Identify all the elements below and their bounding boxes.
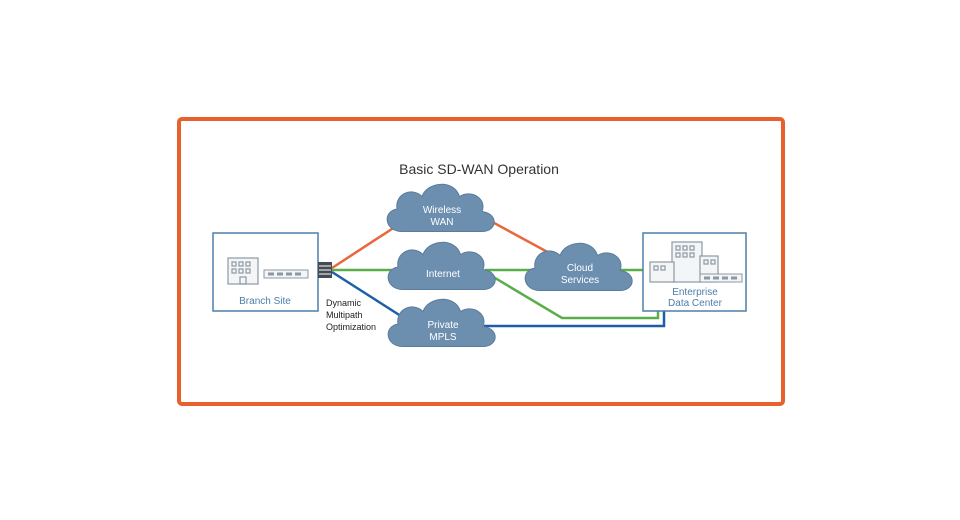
wireless-wan-link: [331, 223, 399, 270]
datacenter-label-2: Data Center: [668, 298, 723, 309]
branch-site-node: Branch Site: [212, 232, 319, 312]
cloud-services-label-1: Cloud: [567, 263, 593, 274]
datacenter-label-1: Enterprise: [672, 287, 718, 298]
diagram-frame: [177, 117, 785, 406]
internet-label: Internet: [426, 269, 460, 280]
cloud-services-label-2: Services: [561, 275, 599, 286]
branch-site-label: Branch Site: [239, 296, 291, 307]
wireless-wan-label-2: WAN: [431, 217, 454, 228]
multipath-connector: [318, 262, 332, 278]
mpls-link: [331, 270, 405, 320]
datacenter-node: Enterprise Data Center: [642, 232, 747, 312]
diagram-title: Basic SD-WAN Operation: [399, 161, 559, 177]
internet-cloud: [387, 241, 496, 291]
wireless-to-cloud-link: [484, 216, 554, 257]
private-mpls-label-2: MPLS: [429, 332, 457, 343]
mpls-to-datacenter-link: [484, 305, 666, 328]
optimization-line-1: Dynamic: [326, 298, 362, 308]
building-icon: [227, 257, 259, 285]
datacenter-router-icon: [699, 273, 743, 283]
router-icon: [263, 269, 309, 279]
optimization-line-2: Multipath: [326, 310, 363, 320]
optimization-line-3: Optimization: [326, 322, 376, 332]
private-mpls-label-1: Private: [427, 320, 459, 331]
wireless-wan-label-1: Wireless: [423, 205, 461, 216]
